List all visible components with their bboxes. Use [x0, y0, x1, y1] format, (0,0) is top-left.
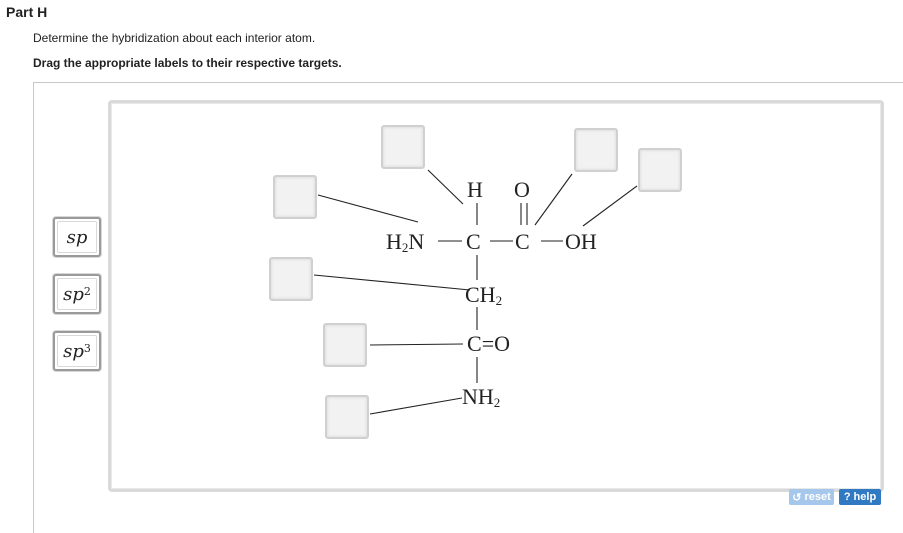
- drop-target-1[interactable]: [273, 175, 317, 219]
- label-sp3-text: sp: [63, 340, 84, 362]
- leader-line-1: [317, 194, 419, 223]
- leader-line-2: [427, 169, 464, 205]
- group-h2n: H2N: [386, 229, 425, 255]
- label-sp[interactable]: sp: [53, 217, 101, 257]
- part-title: Part H: [6, 4, 48, 20]
- help-icon: ?: [843, 491, 851, 503]
- drop-target-7[interactable]: [325, 395, 369, 439]
- label-sp2-sup: 2: [83, 284, 91, 298]
- help-button[interactable]: ? help: [839, 489, 881, 505]
- atom-c1: C: [466, 229, 481, 254]
- leader-line-7: [369, 397, 463, 415]
- group-ch2: CH2: [465, 282, 503, 308]
- label-sp3-sup: 3: [83, 341, 91, 355]
- leader-line-4: [582, 185, 638, 227]
- reset-button[interactable]: ↺ reset: [789, 489, 834, 505]
- reset-label: reset: [804, 491, 831, 503]
- drop-target-5[interactable]: [269, 257, 313, 301]
- label-sp-text: sp: [66, 226, 88, 248]
- instruction-text: Determine the hybridization about each i…: [33, 31, 316, 45]
- atom-c2: C: [515, 229, 530, 254]
- drop-target-2[interactable]: [381, 125, 425, 169]
- leader-line-3: [534, 173, 573, 226]
- group-nh2: NH2: [462, 384, 501, 410]
- leader-line-5: [313, 274, 471, 291]
- drop-target-4[interactable]: [638, 148, 682, 192]
- group-oh: OH: [565, 229, 597, 254]
- reset-icon: ↺: [792, 491, 802, 504]
- atom-h-top: H: [467, 177, 483, 202]
- group-c-eq-o: C=O: [467, 331, 510, 356]
- drop-target-6[interactable]: [323, 323, 367, 367]
- drop-canvas: [108, 100, 884, 492]
- drop-target-3[interactable]: [574, 128, 618, 172]
- leader-line-6: [369, 343, 464, 346]
- label-sp2-text: sp: [63, 283, 84, 305]
- help-label: help: [853, 491, 877, 503]
- atom-o-top: O: [514, 177, 530, 202]
- instruction-bold-text: Drag the appropriate labels to their res…: [33, 56, 342, 70]
- molecule-lines: [313, 169, 638, 415]
